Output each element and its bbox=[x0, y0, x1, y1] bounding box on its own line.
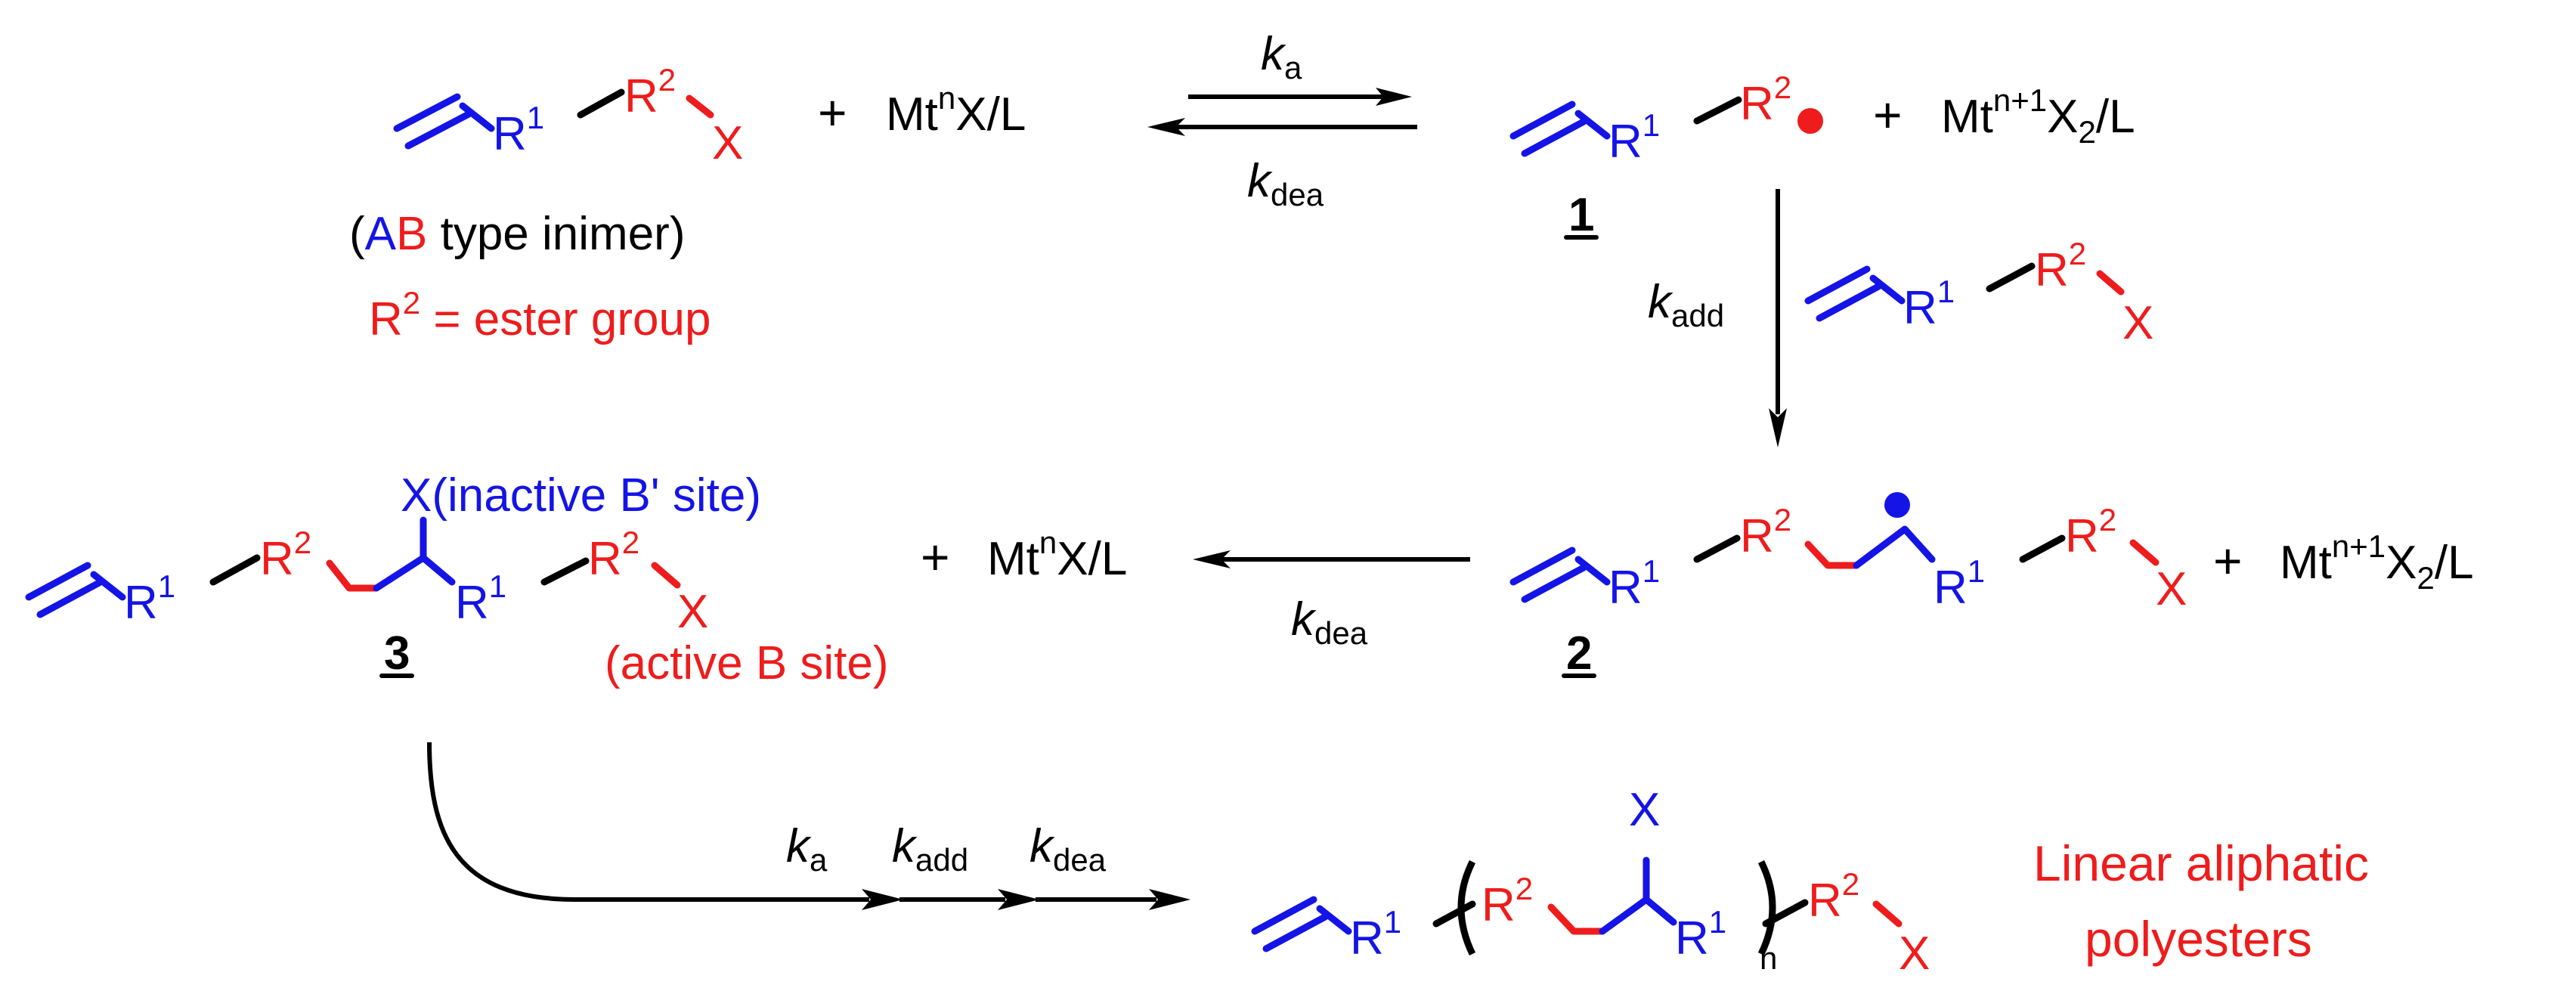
added-r1: R1 bbox=[1903, 274, 1955, 334]
polymer-r1-b: R1 bbox=[1675, 904, 1726, 965]
dimer-r2-b: R2 bbox=[588, 525, 639, 585]
radical-2-structure: R1 R2 R1 R2 X bbox=[1509, 492, 2187, 615]
radical2-r2-a: R2 bbox=[1740, 502, 1791, 562]
dimer-r2-a: R2 bbox=[260, 525, 311, 585]
radical-dot bbox=[1797, 108, 1823, 134]
equilibrium-arrows bbox=[1147, 88, 1417, 136]
polymer-r2-b: R2 bbox=[1808, 866, 1859, 927]
polymer-r2-a: R2 bbox=[1482, 871, 1533, 931]
inimer-r1: R1 bbox=[493, 100, 544, 160]
product-label-line2: polyesters bbox=[2085, 911, 2312, 967]
inimer-r2: R2 bbox=[624, 62, 676, 122]
dimer-r1-a: R1 bbox=[124, 568, 175, 629]
polymer-structure: R1 R2 X R1 n R2 X bbox=[1251, 784, 1930, 980]
r2-ester-label: R2 = ester group bbox=[369, 285, 711, 345]
radical1-r1: R1 bbox=[1608, 107, 1660, 168]
plus-sign: + bbox=[1873, 87, 1903, 143]
radical-1-structure: R1 R2 bbox=[1509, 70, 1823, 168]
polymer-r1-a: R1 bbox=[1350, 904, 1401, 965]
active-site-label: (active B site) bbox=[605, 637, 889, 689]
addition-arrow-head bbox=[1769, 408, 1787, 447]
added-r2: R2 bbox=[2035, 236, 2086, 296]
inimer-x: X bbox=[712, 117, 743, 169]
radical2-r1-a: R1 bbox=[1608, 553, 1660, 614]
rate-kadd-bottom: kadd bbox=[892, 820, 968, 878]
left-bracket bbox=[1457, 859, 1476, 955]
polymer-x-end: X bbox=[1899, 928, 1930, 980]
product-label-line1: Linear aliphatic bbox=[2033, 835, 2369, 891]
added-x: X bbox=[2122, 297, 2153, 349]
rate-kdea-middle: kdea bbox=[1291, 593, 1368, 651]
added-inimer-structure: R1 R2 X bbox=[1804, 236, 2153, 349]
rate-ka-bottom: ka bbox=[786, 820, 828, 878]
rate-kadd: kadd bbox=[1648, 276, 1724, 333]
inimer-type-label: (AB type inimer) bbox=[349, 208, 685, 260]
catalyst-mtn1x2l-2: Mtn+1X2/L bbox=[2280, 528, 2474, 596]
compound-label-2: 2 bbox=[1566, 627, 1592, 680]
plus-sign: + bbox=[2213, 533, 2243, 589]
dimer-x-active: X bbox=[677, 586, 708, 638]
radical1-r2: R2 bbox=[1740, 70, 1791, 130]
rate-kdea-top: kdea bbox=[1247, 155, 1324, 212]
arrow-head-1 bbox=[862, 889, 903, 910]
plus-sign: + bbox=[818, 85, 847, 141]
catalyst-mtnxl-2: MtnX/L bbox=[987, 525, 1127, 585]
right-bracket bbox=[1757, 859, 1776, 955]
arrow-head-2 bbox=[998, 889, 1039, 910]
compound-label-3: 3 bbox=[384, 627, 410, 680]
rate-ka-top: ka bbox=[1261, 28, 1302, 85]
polymer-x-pendant: X bbox=[1629, 784, 1660, 836]
deactivation-arrow-head bbox=[1193, 550, 1231, 568]
radical2-x: X bbox=[2156, 563, 2187, 615]
arrow-head-3 bbox=[1149, 889, 1190, 910]
polymer-subscript-n: n bbox=[1760, 940, 1777, 976]
catalyst-mtn1x2l: Mtn+1X2/L bbox=[1941, 82, 2135, 150]
inimer-structure: R1 R2 X bbox=[393, 62, 743, 169]
dimer-r1-b: R1 bbox=[455, 568, 506, 629]
rate-kdea-bottom: kdea bbox=[1029, 820, 1107, 878]
radical-dot bbox=[1884, 492, 1910, 518]
catalyst-mtnxl: MtnX/L bbox=[886, 80, 1026, 141]
compound-label-1: 1 bbox=[1568, 189, 1594, 241]
radical2-r2-b: R2 bbox=[2065, 502, 2116, 562]
plus-sign: + bbox=[921, 529, 950, 585]
radical2-r1-b: R1 bbox=[1934, 553, 1985, 614]
dimer-x-inactive: X(inactive B' site) bbox=[401, 469, 761, 522]
dimer-3-structure: R1 R2 X(inactive B' site) R1 R2 X (activ… bbox=[25, 469, 889, 689]
